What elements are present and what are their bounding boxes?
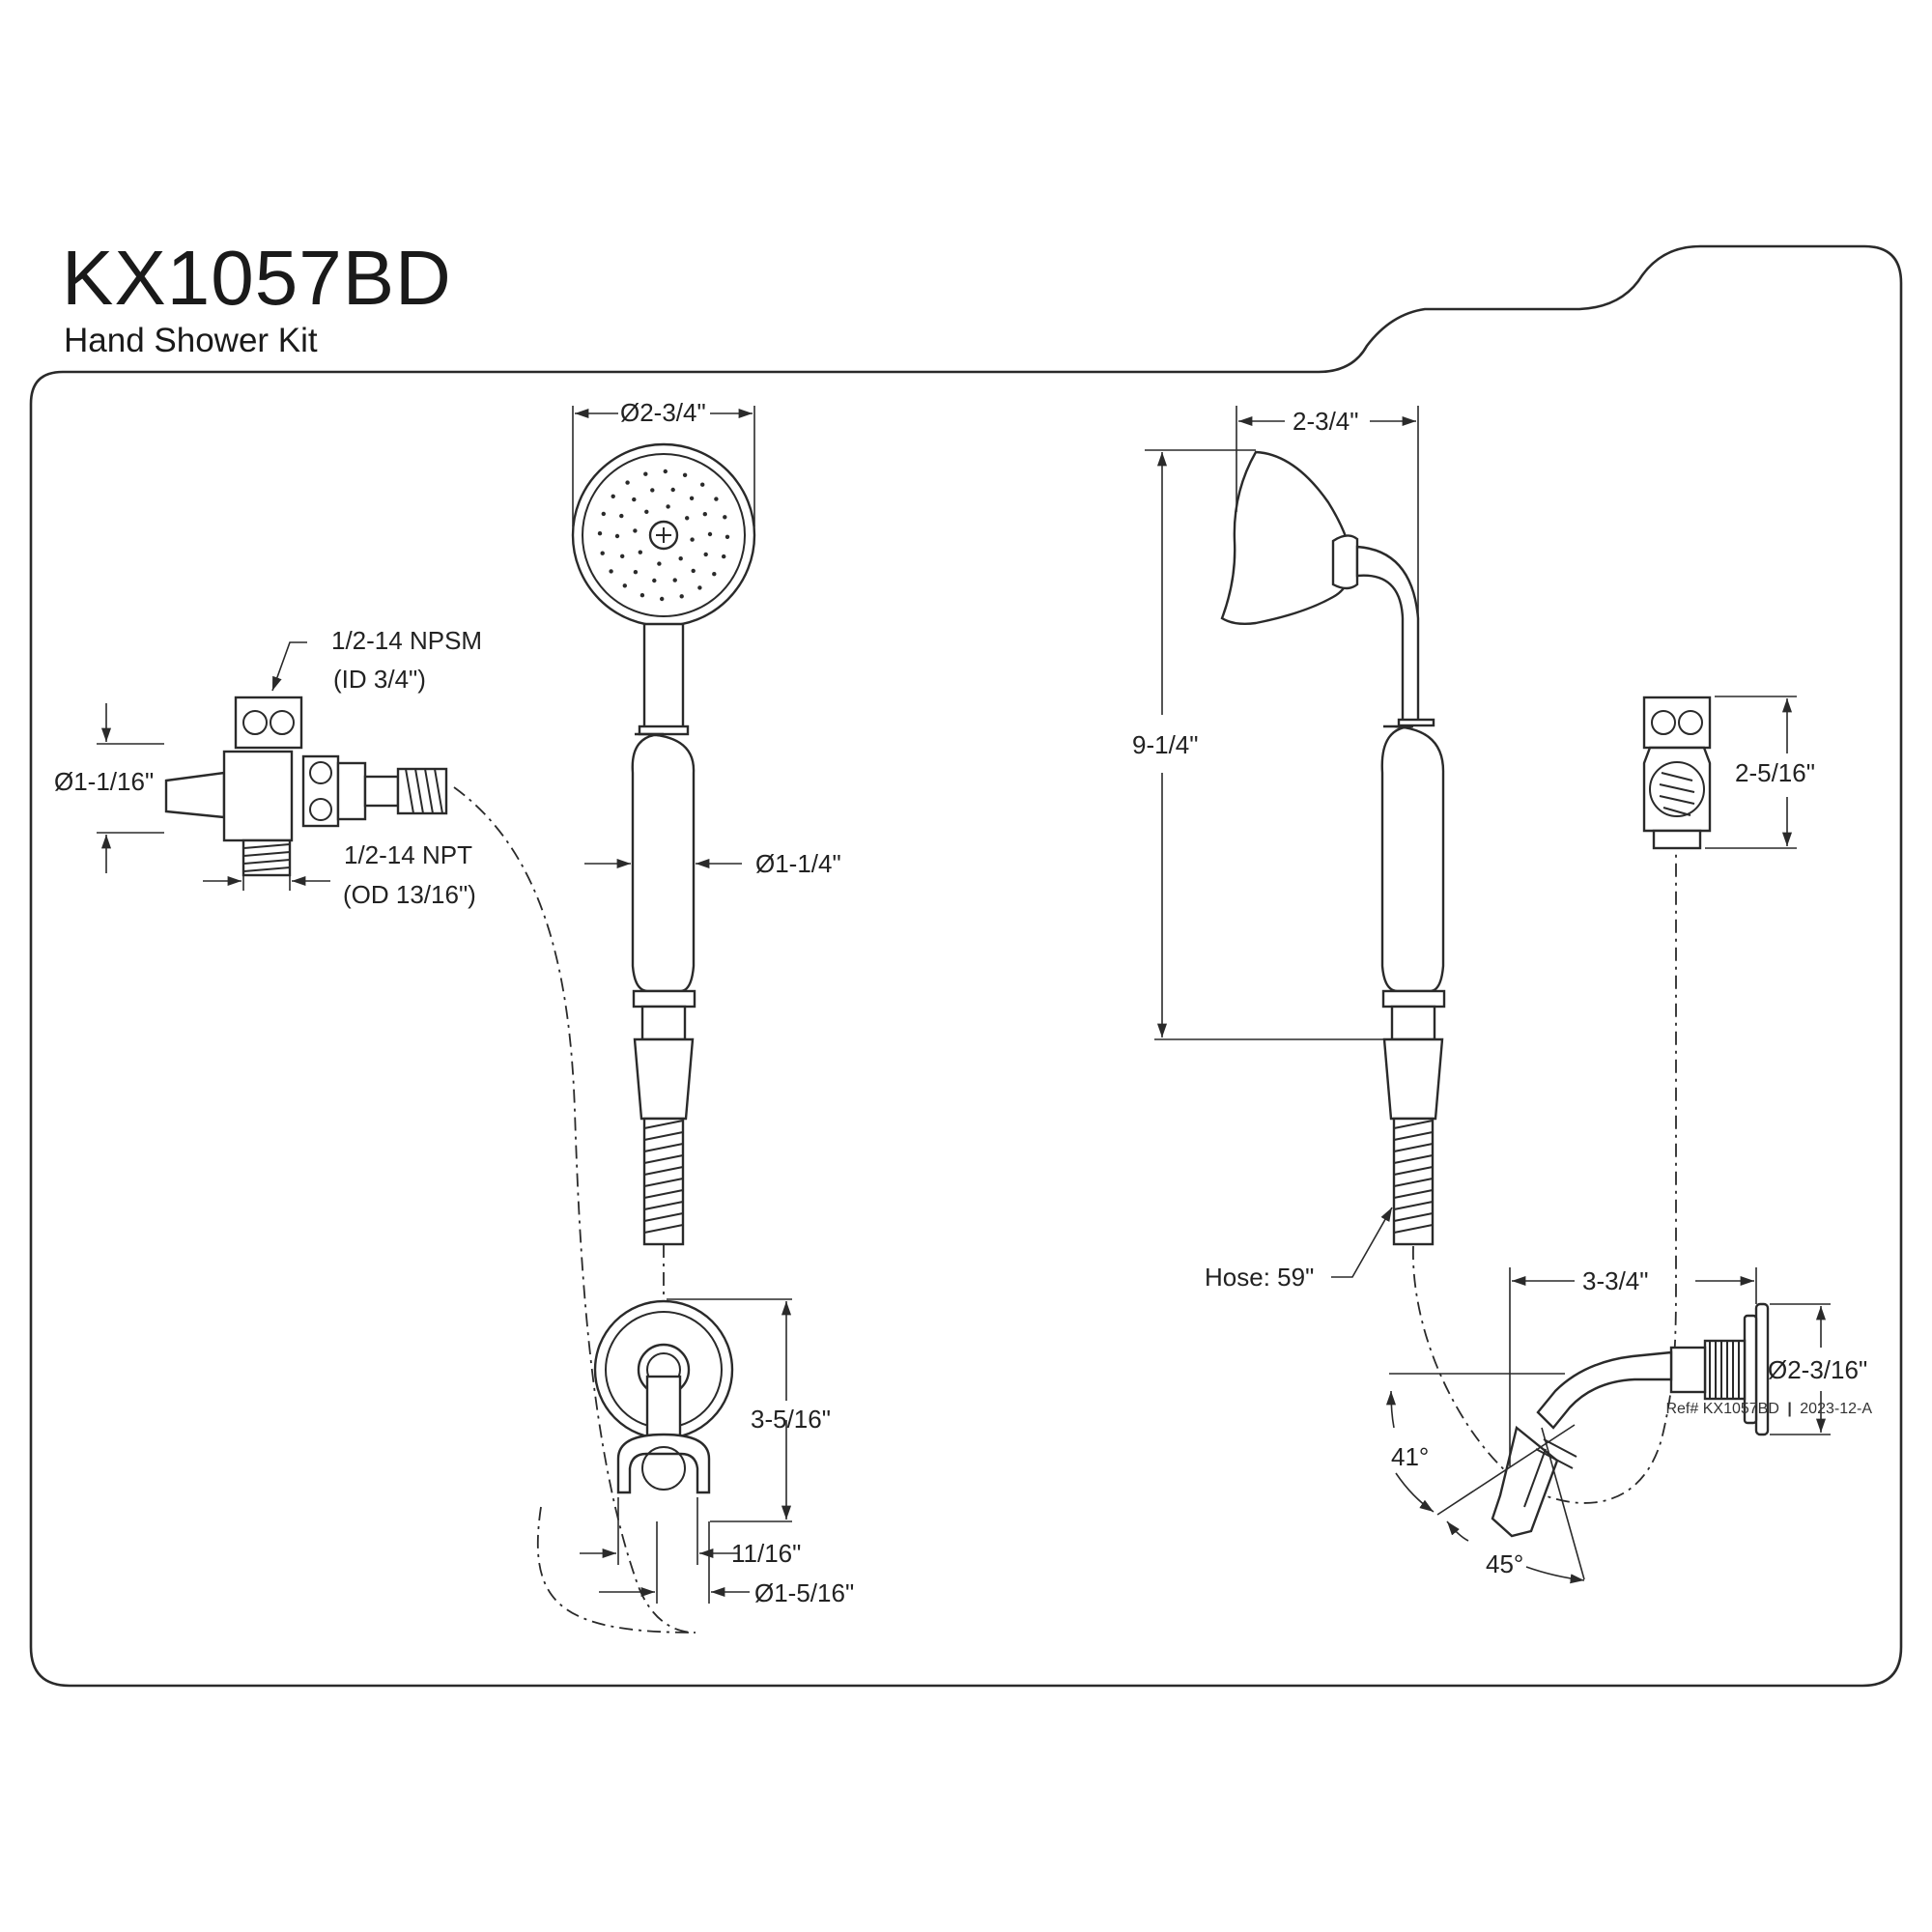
ref-prefix: Ref# [1665, 1401, 1699, 1417]
hand-shower-side-drawing [1145, 406, 1446, 1278]
spray-nozzle-dot [657, 561, 662, 566]
spray-nozzle-dot [672, 578, 677, 582]
reference-footer: Ref# KX1057BD | 2023-12-A [1665, 1401, 1872, 1418]
spray-nozzle-dot [722, 554, 726, 559]
label-diverter-thread-bottom-od: (OD 13/16") [343, 880, 476, 909]
spray-nozzle-dot [633, 528, 638, 533]
label-diverter-thread-top-id: (ID 3/4") [333, 665, 426, 694]
model-title: KX1057BD [62, 235, 452, 321]
dimension-labels: 1/2-14 NPSM (ID 3/4") Ø1-1/16" 1/2-14 NP… [54, 398, 1867, 1607]
spray-nozzle-dot [620, 554, 625, 558]
spray-nozzle-dot [678, 556, 683, 561]
spray-nozzle-dot [724, 534, 730, 539]
spray-nozzle-dot [597, 531, 603, 536]
hose-path-left [453, 786, 696, 1634]
hand-shower-front-drawing [571, 406, 756, 1299]
spray-nozzle-dot [682, 472, 688, 477]
holder-front-drawing [580, 1298, 792, 1604]
label-head-diameter: Ø2-3/4" [620, 398, 706, 427]
spray-nozzle-dot [712, 572, 717, 577]
spray-nozzle-dot [622, 583, 627, 588]
spray-nozzle-dot [700, 482, 705, 487]
label-holder-width: 11/16" [731, 1539, 801, 1568]
spray-nozzle-dot [632, 497, 637, 502]
spray-nozzle-dot [643, 471, 648, 476]
spray-nozzle-dot [611, 494, 615, 498]
spray-nozzle-dot [600, 551, 605, 555]
label-shower-length: 9-1/4" [1132, 730, 1199, 759]
spray-nozzle-dot [670, 487, 675, 493]
spray-nozzles [597, 469, 730, 602]
spray-nozzle-dot [660, 596, 665, 602]
spray-nozzle-dot [633, 570, 639, 575]
wall-holder-side-drawing [1385, 1267, 1831, 1584]
spray-nozzle-dot [619, 513, 624, 519]
label-holder-height: 3-5/16" [751, 1405, 831, 1434]
spray-nozzle-dot [650, 488, 655, 493]
spray-nozzle-dot [614, 533, 620, 539]
spray-nozzle-dot [691, 568, 696, 574]
label-handle-diameter: Ø1-1/4" [755, 849, 841, 878]
spray-nozzle-dot [714, 497, 719, 501]
spray-nozzle-dot [625, 480, 630, 485]
diverter-drawing [97, 641, 448, 891]
label-angle-lower: 45° [1486, 1549, 1523, 1578]
product-subtitle: Hand Shower Kit [64, 322, 318, 359]
spray-nozzle-dot [702, 512, 707, 517]
spray-nozzle-dot [652, 578, 657, 583]
label-flange-diameter: Ø2-3/16" [1768, 1355, 1867, 1384]
label-connector-height: 2-5/16" [1735, 758, 1815, 787]
spray-nozzle-dot [601, 511, 606, 517]
spray-nozzle-dot [689, 496, 695, 500]
spray-nozzle-dot [663, 469, 668, 474]
label-side-head-depth: 2-3/4" [1293, 407, 1359, 436]
label-hose-length: Hose: 59" [1205, 1263, 1314, 1292]
spray-nozzle-dot [666, 504, 670, 509]
label-diverter-thread-bottom: 1/2-14 NPT [344, 840, 472, 869]
label-diverter-thread-top: 1/2-14 NPSM [331, 626, 482, 655]
ref-model: KX1057BD [1702, 1401, 1779, 1417]
spray-nozzle-dot [685, 516, 690, 521]
spray-nozzle-dot [690, 537, 695, 542]
spray-nozzle-dot [707, 531, 713, 537]
label-angle-upper: 41° [1391, 1442, 1429, 1471]
wall-connector-drawing [1642, 696, 1797, 850]
spray-nozzle-dot [638, 550, 642, 554]
spray-nozzle-dot [703, 552, 708, 557]
page-frame [29, 244, 1903, 1688]
spray-nozzle-dot [639, 593, 645, 598]
label-holder-diameter: Ø1-5/16" [754, 1578, 854, 1607]
ref-revision: 2023-12-A [1800, 1401, 1872, 1417]
label-diverter-diameter: Ø1-1/16" [54, 767, 154, 796]
label-arm-projection: 3-3/4" [1582, 1266, 1649, 1295]
spray-nozzle-dot [697, 585, 702, 590]
spray-nozzle-dot [679, 594, 684, 599]
spray-nozzle-dot [609, 569, 613, 574]
ref-separator: | [1787, 1401, 1792, 1417]
spray-nozzle-dot [644, 509, 649, 514]
spray-nozzle-dot [723, 515, 727, 520]
